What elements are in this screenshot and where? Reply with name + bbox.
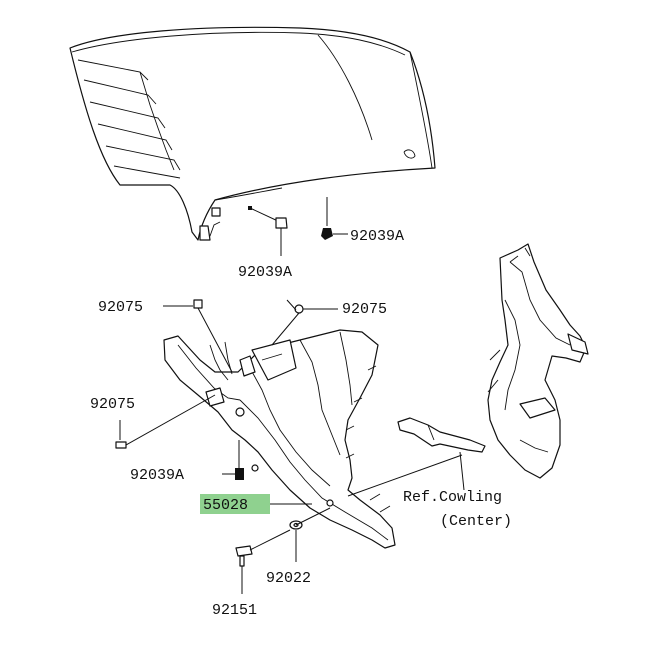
washer-92022-icon bbox=[289, 507, 331, 562]
ref-cowling-label-line2: (Center) bbox=[440, 513, 512, 530]
center-cowling-55028-drawing bbox=[163, 329, 396, 549]
label-92039a-lower: 92039A bbox=[130, 467, 184, 484]
clip-92039a-right-icon bbox=[321, 197, 348, 240]
label-92075-upper-left: 92075 bbox=[98, 299, 143, 316]
bolt-92075-upper-right-icon bbox=[271, 299, 338, 346]
clip-92039a-lower-icon bbox=[222, 440, 244, 480]
ref-cowling-label-line1: Ref.Cowling bbox=[403, 489, 502, 506]
ref-cowling-center-drawing bbox=[347, 243, 589, 497]
label-92039a-center: 92039A bbox=[238, 264, 292, 281]
bolt-92075-left-mid-icon bbox=[115, 394, 216, 449]
clip-92039a-center-icon bbox=[249, 207, 288, 256]
label-92039a-right: 92039A bbox=[350, 228, 404, 245]
bolt-92075-upper-left-icon bbox=[163, 299, 233, 373]
label-92075-left-mid: 92075 bbox=[90, 396, 135, 413]
label-92151: 92151 bbox=[212, 602, 257, 619]
label-55028-highlight bbox=[200, 494, 270, 514]
upper-cowling-drawing bbox=[69, 26, 436, 241]
bolt-92151-icon bbox=[235, 529, 291, 594]
label-55028: 55028 bbox=[203, 497, 248, 514]
label-92022: 92022 bbox=[266, 570, 311, 587]
label-92075-upper-right: 92075 bbox=[342, 301, 387, 318]
